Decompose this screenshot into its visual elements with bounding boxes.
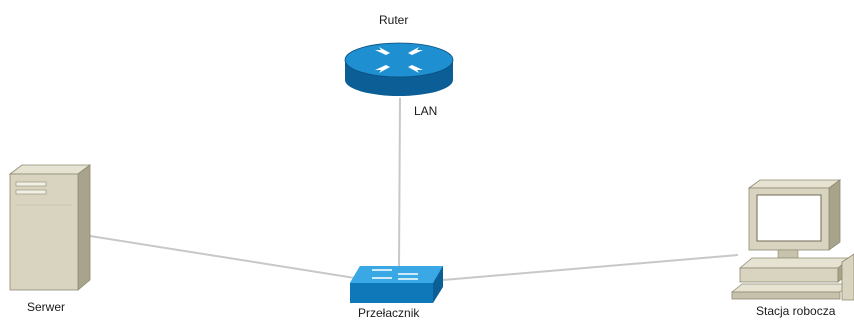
router-label: Ruter <box>379 13 409 27</box>
workstation-label: Stacja robocza <box>756 304 836 318</box>
link-router-switch <box>398 97 401 271</box>
switch-icon[interactable] <box>350 266 443 303</box>
router-icon[interactable] <box>344 42 454 96</box>
link-label-lan: LAN <box>414 104 438 118</box>
link-workstation-switch <box>442 254 739 281</box>
server-icon[interactable] <box>8 164 92 291</box>
server-label: Serwer <box>27 300 66 314</box>
switch-label: Przełacznik <box>358 306 420 320</box>
link-server-switch <box>89 235 381 283</box>
workstation-icon[interactable] <box>730 179 854 301</box>
